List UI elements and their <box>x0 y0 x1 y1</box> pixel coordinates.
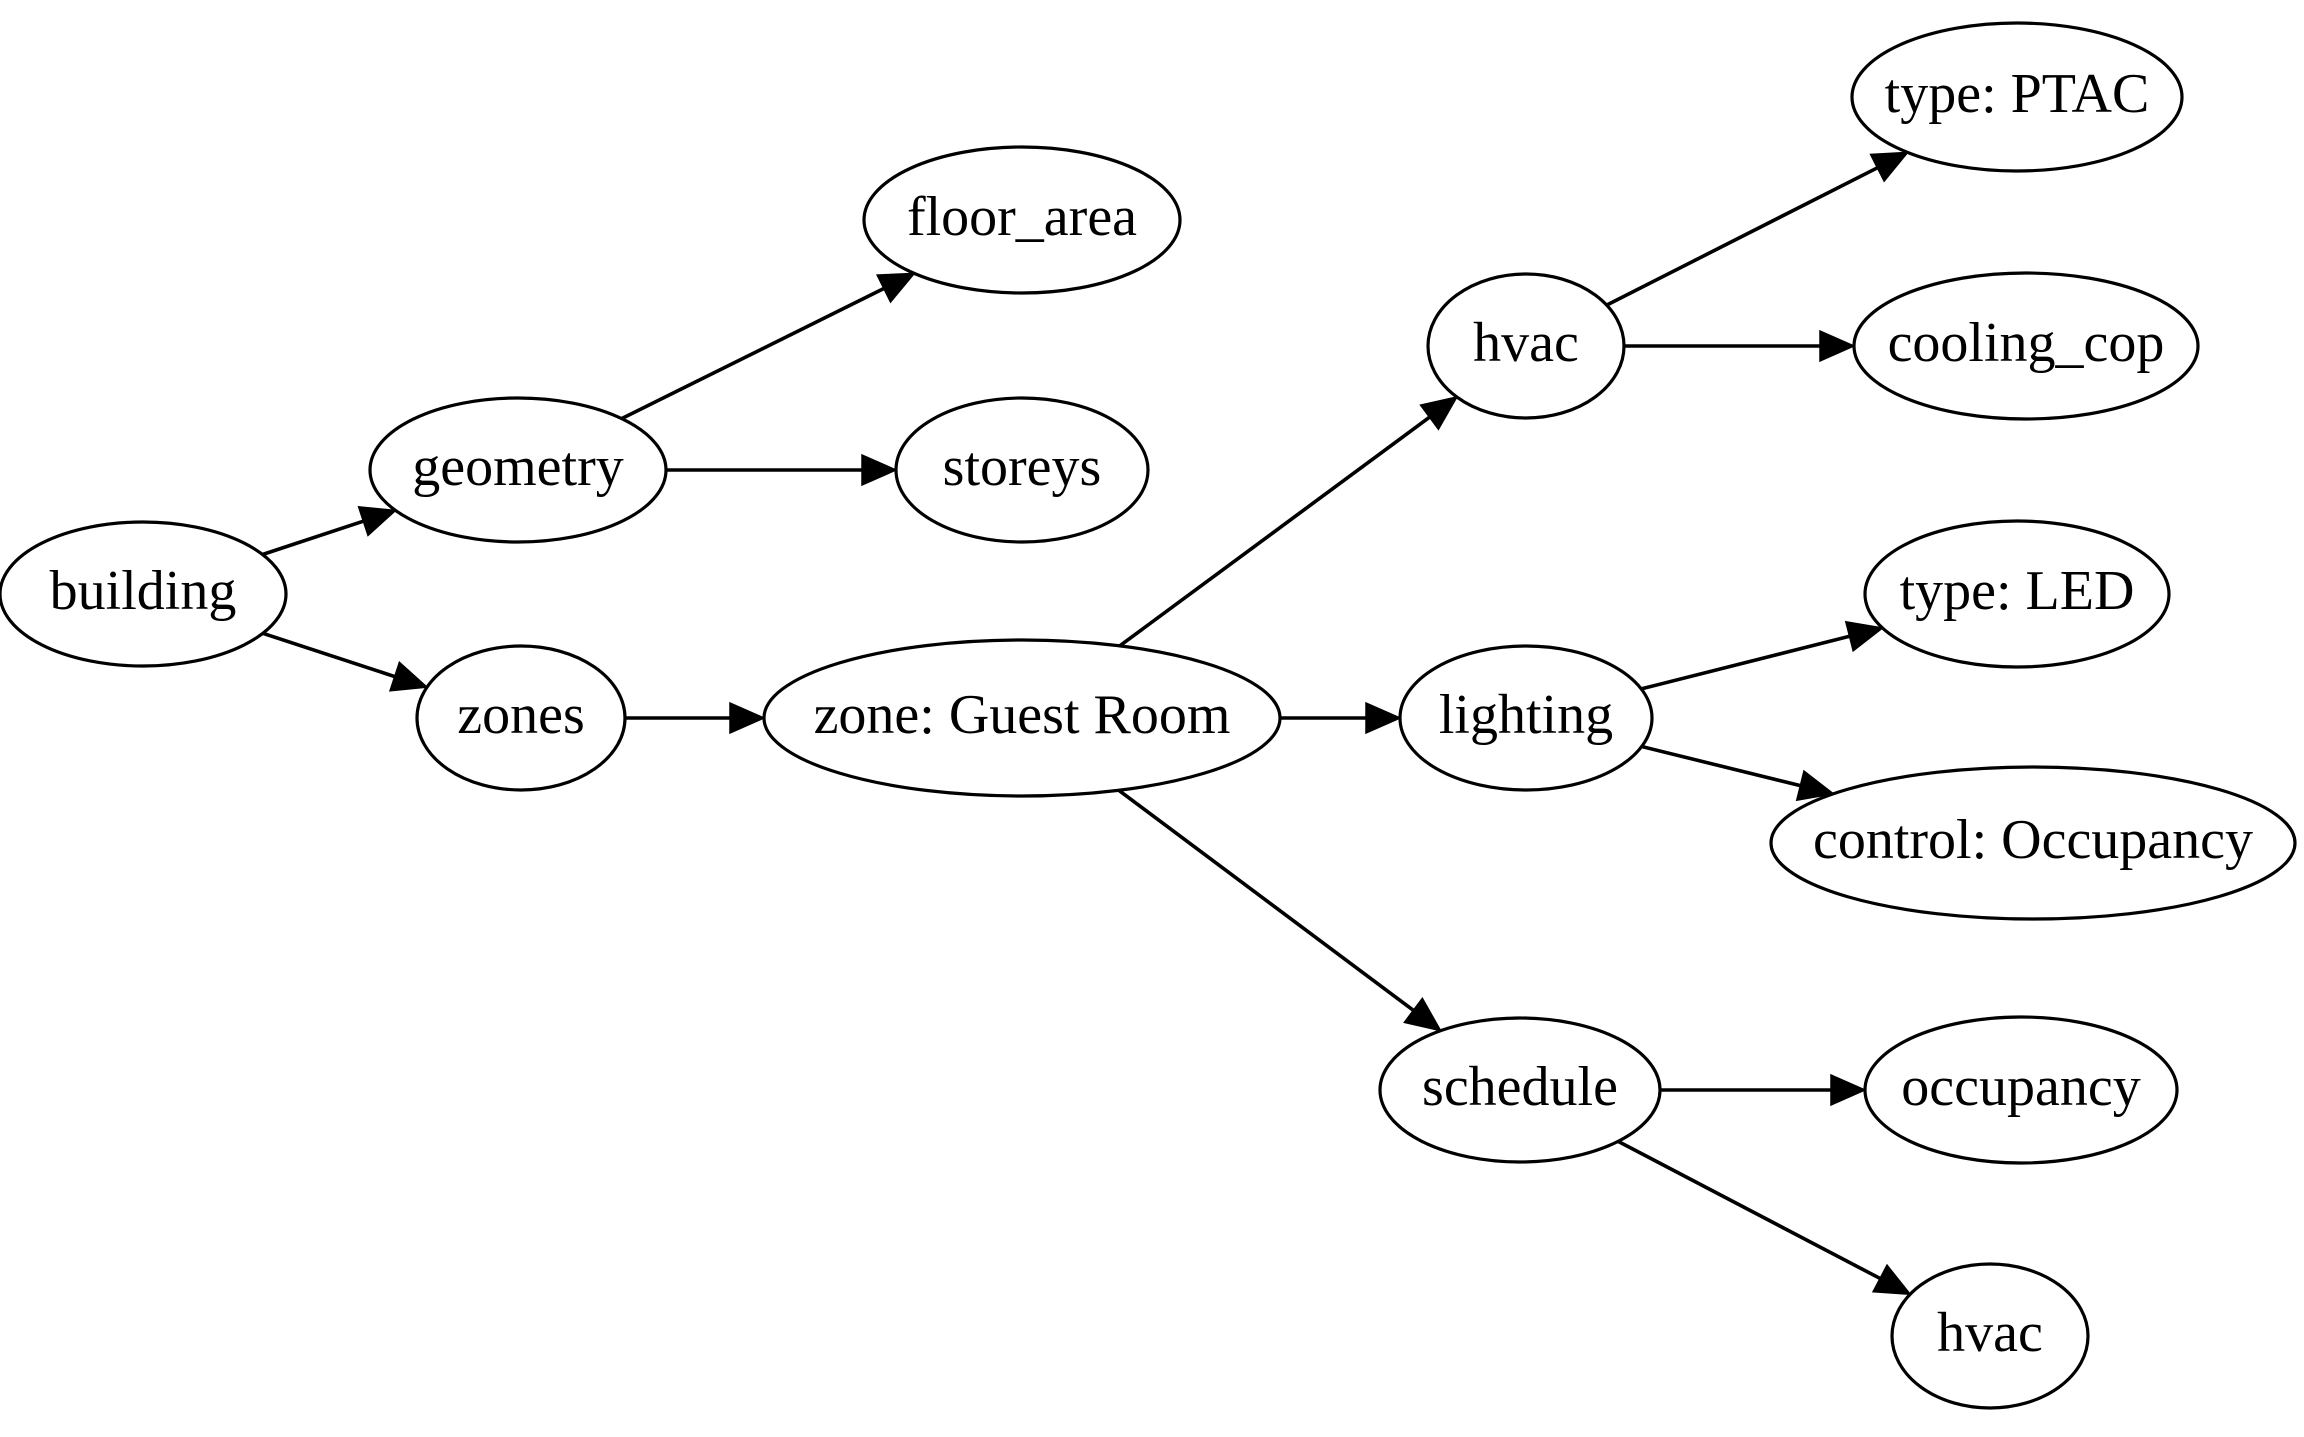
graph-edge <box>1117 788 1443 1032</box>
edges-layer <box>261 151 1912 1296</box>
node-label: lighting <box>1439 684 1613 746</box>
edge-arrowhead-icon <box>1795 769 1836 802</box>
graph-node-lighting[interactable]: lighting <box>1398 644 1654 792</box>
node-ellipse <box>1378 1016 1662 1164</box>
graph-edge <box>625 701 766 735</box>
edge-line <box>1605 166 1879 307</box>
graph-node-schedule[interactable]: schedule <box>1378 1016 1662 1164</box>
graph-node-geometry[interactable]: geometry <box>368 396 668 544</box>
graph-edge <box>620 272 916 421</box>
graph-edge <box>1624 329 1856 363</box>
graph-edge <box>1640 620 1885 691</box>
node-label: occupancy <box>1901 1056 2140 1118</box>
graph-edge <box>262 631 429 692</box>
edge-arrowhead-icon <box>1365 701 1402 735</box>
node-label: geometry <box>412 436 623 498</box>
node-label: control: Occupancy <box>1813 809 2253 871</box>
edge-arrowhead-icon <box>729 701 766 735</box>
node-label: schedule <box>1422 1056 1618 1118</box>
edge-arrowhead-icon <box>1871 1263 1912 1296</box>
edge-arrowhead-icon <box>388 660 429 692</box>
graph-node-hvac_zone[interactable]: hvac <box>1426 272 1626 420</box>
node-label: type: PTAC <box>1885 63 2150 125</box>
node-label: floor_area <box>907 186 1137 248</box>
graph-edge <box>1280 701 1402 735</box>
graph-node-zone_guest_room[interactable]: zone: Guest Room <box>762 638 1282 798</box>
graph-edge <box>1118 395 1459 648</box>
edge-arrowhead-icon <box>861 453 898 487</box>
edge-arrowhead-icon <box>1869 151 1910 183</box>
graph-node-building[interactable]: building <box>0 520 288 668</box>
edge-arrowhead-icon <box>1819 329 1856 363</box>
node-ellipse <box>1398 644 1654 792</box>
node-ellipse <box>1426 272 1626 420</box>
node-ellipse <box>762 638 1282 798</box>
graph-node-control_occ[interactable]: control: Occupancy <box>1769 765 2297 921</box>
node-label: type: LED <box>1900 560 2135 622</box>
node-label: zone: Guest Room <box>814 684 1231 746</box>
graph-edge <box>261 506 398 557</box>
graph-edge <box>1641 744 1836 802</box>
edge-arrowhead-icon <box>1403 996 1443 1032</box>
node-label: zones <box>457 684 585 746</box>
edge-line <box>261 519 364 557</box>
node-ellipse <box>415 644 627 792</box>
node-ellipse <box>894 396 1150 544</box>
edge-line <box>1118 415 1431 648</box>
node-ellipse <box>1769 765 2297 921</box>
edge-arrowhead-icon <box>357 506 398 537</box>
edge-arrowhead-icon <box>1844 620 1885 653</box>
graph-node-hvac_schedule[interactable]: hvac <box>1890 1262 2090 1410</box>
edge-arrowhead-icon <box>1830 1073 1867 1107</box>
node-ellipse <box>0 520 288 668</box>
edge-line <box>1640 634 1850 691</box>
graph-node-cooling_cop[interactable]: cooling_cop <box>1852 271 2200 421</box>
edge-line <box>262 631 396 679</box>
graph-edge <box>1617 1139 1912 1296</box>
node-label: hvac <box>1473 312 1579 374</box>
node-ellipse <box>1850 21 2184 173</box>
node-label: cooling_cop <box>1888 312 2165 374</box>
node-label: storeys <box>943 436 1102 498</box>
edge-arrowhead-icon <box>876 272 916 304</box>
graph-node-type_led[interactable]: type: LED <box>1863 519 2171 669</box>
edge-line <box>1641 744 1801 788</box>
node-ellipse <box>1852 271 2200 421</box>
graph-edge <box>1605 151 1910 307</box>
node-ellipse <box>1863 519 2171 669</box>
edge-line <box>1617 1139 1881 1281</box>
node-ellipse <box>1890 1262 2090 1410</box>
edge-line <box>620 286 885 421</box>
graph-node-storeys[interactable]: storeys <box>894 396 1150 544</box>
node-ellipse <box>368 396 668 544</box>
edge-arrowhead-icon <box>1419 395 1459 431</box>
node-ellipse <box>1863 1015 2179 1165</box>
graph-edge <box>1660 1073 1867 1107</box>
node-label: hvac <box>1937 1302 2043 1364</box>
edge-line <box>1117 788 1415 1012</box>
graph-edge <box>666 453 898 487</box>
graph-node-type_ptac[interactable]: type: PTAC <box>1850 21 2184 173</box>
node-label: building <box>50 560 237 622</box>
node-ellipse <box>862 145 1182 295</box>
graph-node-occupancy[interactable]: occupancy <box>1863 1015 2179 1165</box>
graph-node-floor_area[interactable]: floor_area <box>862 145 1182 295</box>
graph-node-zones[interactable]: zones <box>415 644 627 792</box>
